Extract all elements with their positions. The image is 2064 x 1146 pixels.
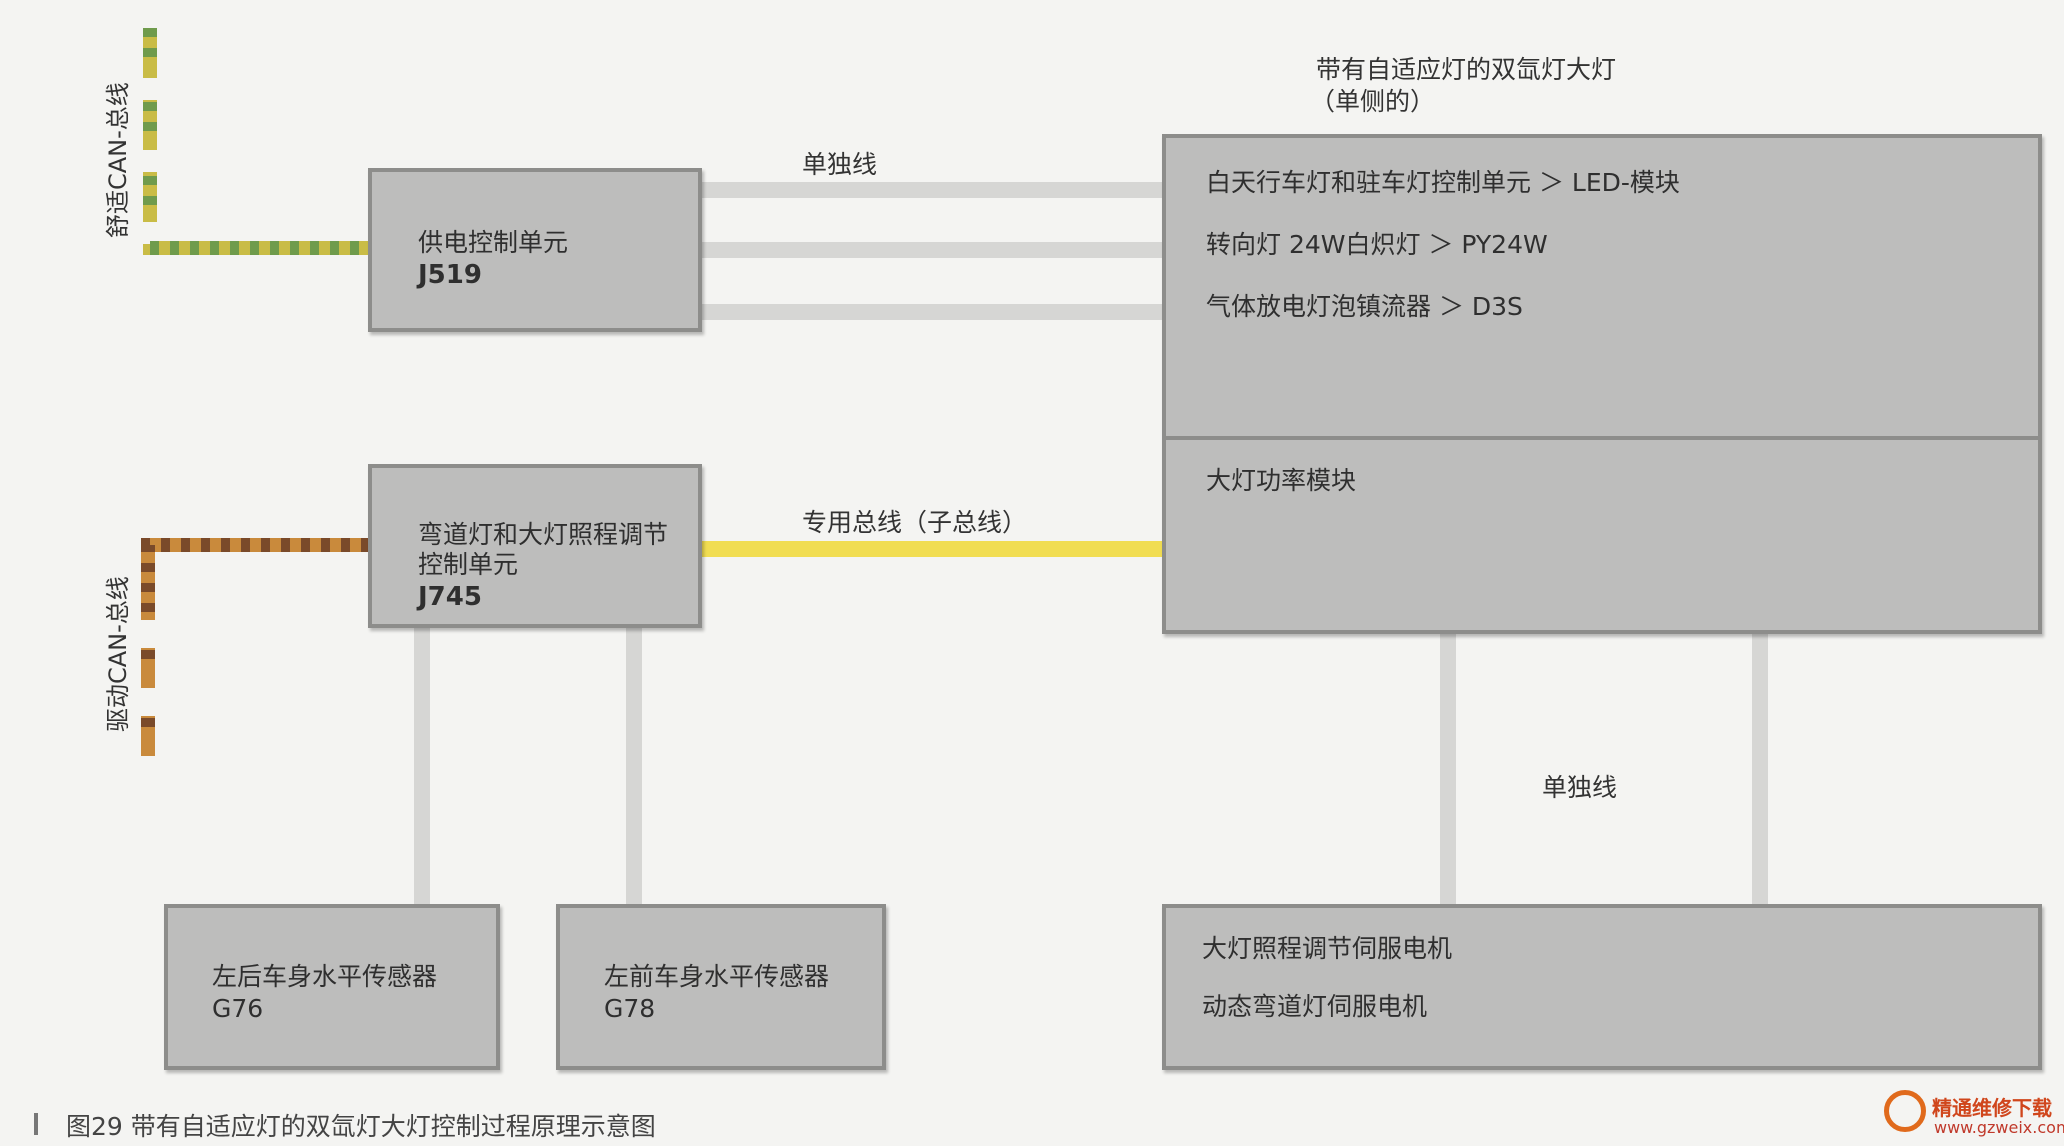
headlamp-item-turn-signal: 转向灯 24W白炽灯 ＞ PY24W — [1206, 230, 1548, 259]
single-wire-label-top: 单独线 — [802, 150, 878, 179]
j745-code: J745 — [418, 582, 482, 612]
g78-left-front-level-sensor: 左前车身水平传感器 G78 — [556, 904, 886, 1070]
watermark-url: www.gzweix.com — [1934, 1118, 2064, 1137]
comfort-can-bus — [143, 28, 370, 255]
headlamp-power-module: 大灯功率模块 — [1206, 466, 1357, 495]
g76-name: 左后车身水平传感器 — [212, 962, 438, 991]
g78-name: 左前车身水平传感器 — [604, 962, 830, 991]
sub-bus-label: 专用总线（子总线） — [802, 508, 1028, 537]
g78-code: G78 — [604, 994, 656, 1023]
g76-left-rear-level-sensor: 左后车身水平传感器 G76 — [164, 904, 500, 1070]
figure-caption: 图29 带有自适应灯的双氙灯大灯控制过程原理示意图 — [66, 1112, 656, 1141]
j519-code: J519 — [418, 260, 482, 290]
single-wires-headlamp-to-motors — [1440, 634, 1768, 906]
comfort-can-label: 舒适CAN-总线 — [104, 82, 132, 238]
drive-can-label: 驱动CAN-总线 — [104, 576, 132, 732]
watermark-text: 精通维修下载 — [1932, 1096, 2052, 1120]
watermark-logo-icon — [1884, 1090, 1926, 1132]
watermark: 精通维修下载 www.gzweix.com — [1884, 1088, 2064, 1140]
j519-name: 供电控制单元 — [418, 228, 569, 257]
j745-name-line2: 控制单元 — [418, 550, 519, 579]
single-wires-j519-to-headlamp — [700, 182, 1164, 320]
single-wires-j745-to-sensors — [414, 628, 642, 906]
headlamp-title-line1: 带有自适应灯的双氙灯大灯 — [1316, 55, 1617, 84]
g76-code: G76 — [212, 994, 264, 1023]
j519-power-supply-control-unit: 供电控制单元 J519 — [368, 168, 702, 332]
headlamp-title-line2: （单侧的） — [1310, 87, 1436, 116]
headlamp-item-ballast: 气体放电灯泡镇流器 ＞ D3S — [1206, 292, 1523, 321]
caption-marker — [34, 1113, 38, 1135]
headlamp-unit-box: 白天行车灯和驻车灯控制单元 ＞ LED-模块 转向灯 24W白炽灯 ＞ PY24… — [1162, 134, 2042, 634]
headlamp-item-led: 白天行车灯和驻车灯控制单元 ＞ LED-模块 — [1206, 168, 1680, 197]
cornering-light-servo-motor: 动态弯道灯伺服电机 — [1202, 992, 1428, 1021]
headlamp-divider — [1166, 436, 2038, 440]
j745-cornering-light-control-unit: 弯道灯和大灯照程调节 控制单元 J745 — [368, 464, 702, 628]
headlamp-range-servo-motor: 大灯照程调节伺服电机 — [1202, 934, 1453, 963]
single-wire-label-bottom: 单独线 — [1542, 773, 1618, 802]
drive-can-bus — [140, 538, 370, 765]
servo-motors-box: 大灯照程调节伺服电机 动态弯道灯伺服电机 — [1162, 904, 2042, 1070]
j745-name-line1: 弯道灯和大灯照程调节 — [418, 520, 669, 549]
